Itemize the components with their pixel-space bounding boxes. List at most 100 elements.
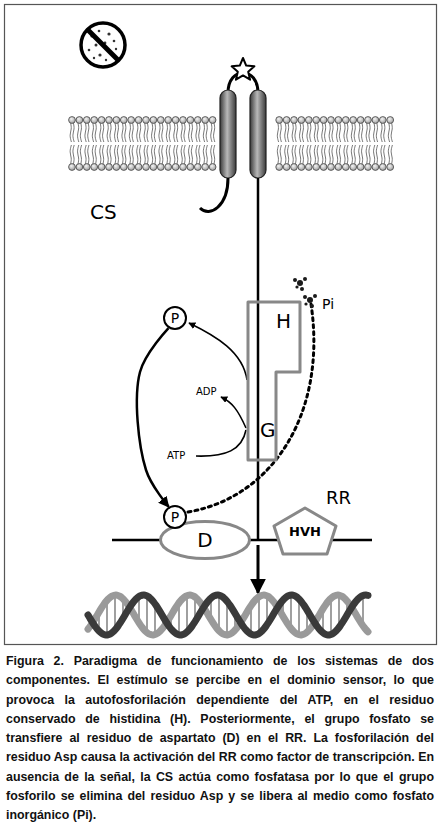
lipid-head	[298, 164, 305, 171]
lipid-head	[135, 117, 142, 124]
node-label: D	[197, 530, 212, 550]
lipid-head	[291, 117, 298, 124]
node-label: P	[171, 311, 179, 325]
lipid-tail	[189, 123, 190, 142]
lipid-tail	[78, 123, 79, 142]
lipid-head	[187, 164, 194, 171]
lipid-head	[165, 164, 172, 171]
lipid-tail	[140, 123, 141, 142]
lipid-head	[165, 117, 172, 124]
part-label: ATP	[167, 451, 185, 461]
lipid-tail	[199, 145, 200, 164]
lipid-tail	[147, 123, 148, 142]
particle	[107, 32, 110, 35]
lipid-tail	[302, 145, 303, 164]
part-label: RR	[326, 489, 351, 507]
lipid-head	[135, 164, 142, 171]
lipid-tail	[115, 145, 116, 164]
lipid-head	[98, 164, 105, 171]
lipid-tail	[337, 123, 338, 142]
adp-arrow	[221, 397, 246, 428]
stimulus-star	[232, 58, 255, 80]
lipid-head	[379, 164, 386, 171]
lipid-tail	[322, 145, 323, 164]
phosphate-blob	[307, 297, 313, 303]
lipid-tail	[73, 123, 74, 142]
phosphatase-path	[188, 304, 314, 512]
lipid-tail	[344, 123, 345, 142]
lipid-tail	[152, 145, 153, 164]
lipid-head	[157, 164, 164, 171]
lipid-tail	[88, 123, 89, 142]
atp-line	[196, 430, 246, 456]
lipid-tail	[140, 145, 141, 164]
lipid-tail	[388, 123, 389, 142]
lipid-head	[209, 117, 216, 124]
lipid-tail	[100, 145, 101, 164]
lipid-head	[209, 164, 216, 171]
kinase-domain: HG	[244, 300, 302, 462]
lipid-tail	[159, 145, 160, 164]
lipid-head	[128, 117, 135, 124]
lipid-head	[76, 164, 83, 171]
lipid-tail	[325, 145, 326, 164]
lipid-tail	[174, 123, 175, 142]
dna-strand	[88, 595, 368, 635]
lipid-tail	[115, 123, 116, 142]
prohibition-circle	[81, 23, 125, 67]
lipid-head	[328, 164, 335, 171]
lipid-head	[143, 164, 150, 171]
kinase-outline	[248, 302, 300, 460]
transmembrane-helix	[250, 90, 266, 178]
lipid-tail	[391, 145, 392, 164]
phosphate-blob	[293, 278, 297, 282]
lipid-tail	[144, 123, 145, 142]
lipid-tail	[184, 145, 185, 164]
lipid-head	[379, 117, 386, 124]
lipid-tail	[295, 145, 296, 164]
lipid-tail	[177, 123, 178, 142]
pentagon-outline	[274, 508, 336, 554]
lipid-tail	[132, 123, 133, 142]
lipid-tail	[211, 123, 212, 142]
lipid-tail	[103, 123, 104, 142]
lipid-tail	[117, 145, 118, 164]
lipid-tail	[339, 123, 340, 142]
lipid-head	[298, 117, 305, 124]
lipid-head	[128, 164, 135, 171]
lipid-head	[320, 117, 327, 124]
activation-arrow	[257, 545, 260, 593]
particle	[115, 48, 117, 50]
lipid-head	[106, 164, 113, 171]
lipid-head	[143, 117, 150, 124]
phosphate-blob	[300, 287, 304, 291]
lipid-tail	[285, 145, 286, 164]
lipid-tail	[369, 123, 370, 142]
lipid-tail	[317, 145, 318, 164]
lipid-tail	[129, 123, 130, 142]
lipid-tail	[181, 123, 182, 142]
phosphate-blob	[297, 280, 303, 286]
ellipse-outline	[161, 522, 250, 559]
lipid-tail	[122, 145, 123, 164]
lipid-head	[120, 164, 127, 171]
lipid-tail	[388, 145, 389, 164]
particle	[113, 40, 116, 43]
lipid-tail	[137, 123, 138, 142]
lipid-head	[98, 117, 105, 124]
lipid-tail	[295, 123, 296, 142]
lipid-head	[350, 164, 357, 171]
lipid-tail	[70, 145, 71, 164]
lipid-head	[387, 117, 394, 124]
lipid-tail	[107, 123, 108, 142]
lipid-tail	[203, 123, 204, 142]
lipid-tail	[314, 123, 315, 142]
particle	[98, 53, 101, 56]
lipid-head	[150, 164, 157, 171]
lipid-head	[276, 117, 283, 124]
lipid-head	[357, 164, 364, 171]
lipid-head	[320, 164, 327, 171]
lipid-tail	[332, 123, 333, 142]
lipid-tail	[310, 123, 311, 142]
lipid-tail	[162, 123, 163, 142]
